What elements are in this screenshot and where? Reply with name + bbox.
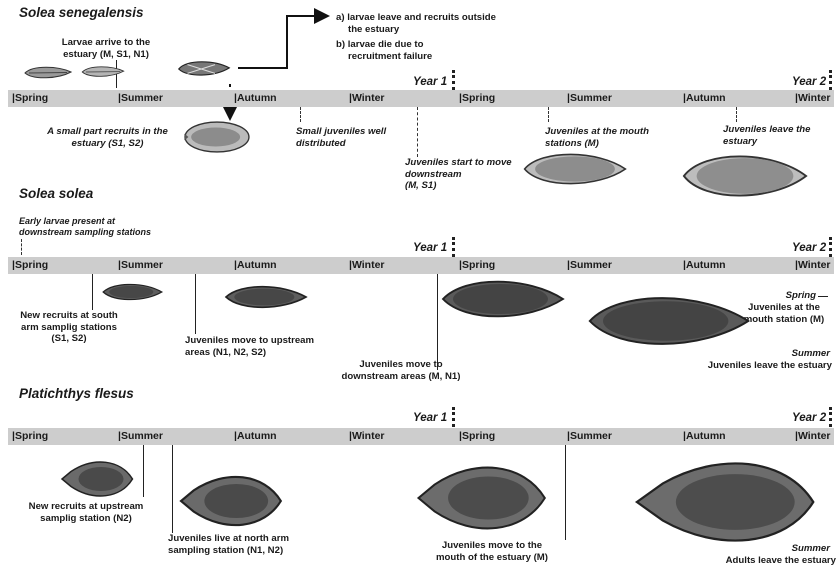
label-juveniles-leave-estuary: Juveniles leave the estuary: [680, 360, 832, 372]
season-summer: |Summer: [567, 428, 612, 445]
label-small-juveniles: Small juveniles well distributed: [296, 126, 386, 149]
juvenile-senegalensis-illustration: [680, 148, 810, 204]
marker-line: [417, 107, 418, 157]
year1-label: Year 1: [413, 412, 447, 424]
season-autumn: |Autumn: [683, 428, 726, 445]
juvenile-solea-illustration: [222, 282, 310, 312]
label-juveniles-mouth: Juveniles at the mouth stations (M): [545, 126, 649, 149]
season-winter: |Winter: [349, 90, 385, 107]
arrow-to-outcomes: [238, 16, 326, 68]
label-new-recruits-south: New recruits at south arm samplig statio…: [8, 310, 130, 345]
marker-line: [548, 107, 549, 122]
season-summer: |Summer: [567, 90, 612, 107]
season-winter: |Winter: [795, 428, 831, 445]
season-autumn: |Autumn: [234, 90, 277, 107]
year2-label: Year 2: [792, 76, 826, 88]
season-autumn: |Autumn: [683, 90, 726, 107]
species-title-flesus: Platichthys flesus: [19, 386, 134, 401]
label-early-larvae: Early larvae present at downstream sampl…: [19, 216, 151, 238]
postlarva-illustration: [174, 58, 234, 80]
label-summer: Summer: [760, 348, 830, 360]
timeline-bar-solea: |Spring |Summer |Autumn |Winter |Spring …: [8, 257, 834, 274]
season-winter: |Winter: [349, 257, 385, 274]
season-winter: |Winter: [795, 90, 831, 107]
marker-line: [300, 107, 301, 122]
season-spring: |Spring: [12, 90, 48, 107]
larva-illustration: [20, 63, 76, 83]
larva-illustration: [80, 63, 126, 81]
juvenile-senegalensis-illustration: [182, 120, 252, 154]
label-move-downstream: Juveniles move to downstream areas (M, N…: [330, 359, 472, 382]
season-winter: |Winter: [349, 428, 385, 445]
label-new-recruits-upstream: New recruits at upstream samplig station…: [8, 501, 164, 524]
season-winter: |Winter: [795, 257, 831, 274]
marker-line: [92, 274, 93, 310]
juvenile-solea-illustration: [100, 281, 165, 303]
label-adults-leave: Adults leave the estuary: [680, 555, 836, 567]
marker-line: [195, 274, 196, 334]
marker-line: [565, 445, 566, 540]
juvenile-solea-illustration: [585, 288, 753, 354]
season-summer: |Summer: [118, 90, 163, 107]
season-spring: |Spring: [12, 257, 48, 274]
label-start-move-downstream: Juveniles start to move downstream (M, S…: [405, 157, 512, 192]
label-spring: Spring: [760, 290, 816, 302]
season-spring: |Spring: [459, 90, 495, 107]
season-autumn: |Autumn: [683, 257, 726, 274]
season-autumn: |Autumn: [234, 428, 277, 445]
year1-label: Year 1: [413, 242, 447, 254]
juvenile-flesus-illustration: [176, 467, 288, 535]
marker-line: [172, 445, 173, 533]
label-move-to-mouth: Juveniles move to the mouth of the estua…: [426, 540, 558, 563]
juvenile-solea-illustration: [440, 274, 566, 324]
marker-tick: [818, 296, 828, 297]
marker-line: [437, 274, 438, 370]
timeline-bar-senegalensis: |Spring |Summer |Autumn |Winter |Spring …: [8, 90, 834, 107]
season-autumn: |Autumn: [234, 257, 277, 274]
marker-line: [736, 107, 737, 122]
year2-label: Year 2: [792, 242, 826, 254]
marker-line: [143, 445, 144, 497]
season-spring: |Spring: [459, 428, 495, 445]
timeline-bar-flesus: |Spring |Summer |Autumn |Winter |Spring …: [8, 428, 834, 445]
season-summer: |Summer: [118, 428, 163, 445]
season-summer: |Summer: [567, 257, 612, 274]
season-spring: |Spring: [12, 428, 48, 445]
label-north-arm: Juveniles live at north arm sampling sta…: [168, 533, 289, 556]
adult-flesus-illustration: [628, 450, 824, 554]
label-juveniles-leave: Juveniles leave the estuary: [723, 124, 810, 147]
juvenile-flesus-illustration: [415, 455, 551, 541]
label-move-upstream: Juveniles move to upstream areas (N1, N2…: [185, 335, 314, 358]
marker-line: [21, 239, 22, 255]
label-small-part-recruits: A small part recruits in the estuary (S1…: [30, 126, 185, 149]
year1-label: Year 1: [413, 76, 447, 88]
juvenile-senegalensis-illustration: [520, 148, 630, 190]
species-title-solea: Solea solea: [19, 186, 93, 201]
juvenile-flesus-illustration: [60, 455, 136, 503]
season-spring: |Spring: [459, 257, 495, 274]
season-summer: |Summer: [118, 257, 163, 274]
year2-label: Year 2: [792, 412, 826, 424]
